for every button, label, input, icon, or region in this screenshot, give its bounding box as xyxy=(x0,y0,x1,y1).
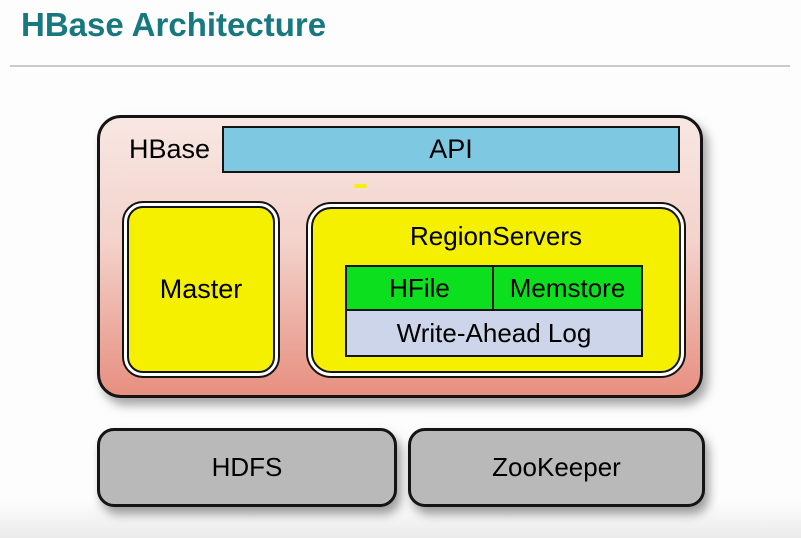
regionserver-internals-grid: HFile Memstore Write-Ahead Log xyxy=(345,265,643,357)
regionservers-box: RegionServers HFile Memstore Write-Ahead… xyxy=(306,202,686,378)
hdfs-box: HDFS xyxy=(97,428,397,507)
regionservers-inner: RegionServers HFile Memstore Write-Ahead… xyxy=(311,207,681,373)
title-divider xyxy=(10,65,790,67)
regionservers-label: RegionServers xyxy=(410,221,582,251)
hbase-label: HBase xyxy=(129,134,211,164)
master-box: Master xyxy=(122,201,280,378)
api-box: API xyxy=(222,126,680,173)
api-label: API xyxy=(429,134,473,164)
write-ahead-log-cell: Write-Ahead Log xyxy=(347,311,641,355)
memstore-cell: Memstore xyxy=(494,267,641,311)
hbase-container-box: HBase API Master RegionServers HFile Mem… xyxy=(97,115,703,398)
page-title: HBase Architecture xyxy=(21,6,327,43)
yellow-dash-artifact xyxy=(354,184,367,188)
master-label: Master xyxy=(127,206,275,373)
hfile-cell: HFile xyxy=(347,267,494,311)
zookeeper-label: ZooKeeper xyxy=(492,452,621,482)
hdfs-label: HDFS xyxy=(211,452,283,482)
zookeeper-box: ZooKeeper xyxy=(408,428,705,507)
